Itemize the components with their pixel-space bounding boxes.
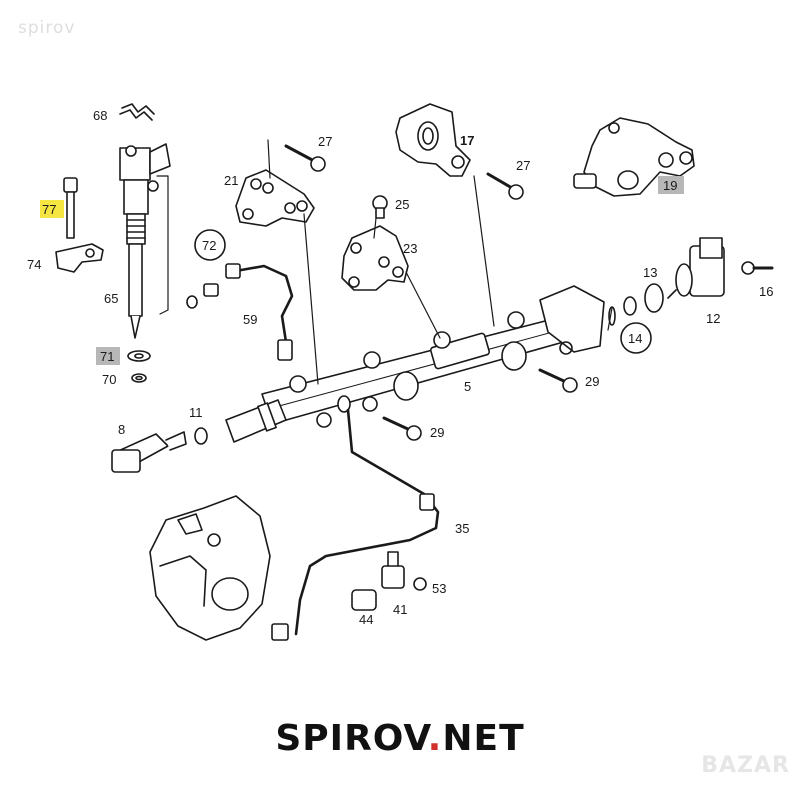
label-71: 71 [100,349,114,364]
fuel-line-59 [225,263,294,361]
label-23: 23 [403,241,417,256]
label-12: 12 [706,311,720,326]
highlight-box-77 [40,200,64,218]
label-8: 8 [118,422,125,437]
circle-72 [194,229,226,261]
circle-14 [620,322,652,354]
label-27a: 27 [318,134,332,149]
brand-tld: NET [442,718,525,759]
bracket-21 [235,169,315,227]
washer-71-hole [134,353,144,359]
high-pressure-pump [149,495,271,641]
temperature-sensor-8 [111,431,187,473]
label-21: 21 [224,173,238,188]
label-77: 77 [42,202,56,217]
label-17: 17 [460,133,474,148]
gray-box-19 [658,176,684,194]
label-14: 14 [628,331,642,346]
watermark-text: spirov [18,18,76,38]
label-41: 41 [393,602,407,617]
gray-box-71 [96,347,120,365]
label-29a: 29 [585,374,599,389]
rail-pressure-sensor [225,399,287,443]
brand-dot: . [427,718,443,759]
washer-72-parts [186,283,219,309]
label-70: 70 [102,372,116,387]
grommet-44 [351,589,377,611]
label-27b: 27 [516,158,530,173]
high-pressure-line-35 [271,408,440,641]
label-65: 65 [104,291,118,306]
bracket-23 [341,225,409,291]
bolt-16 [741,261,774,275]
clamp-74 [55,243,104,273]
label-29b: 29 [430,425,444,440]
label-35: 35 [455,521,469,536]
label-59: 59 [243,312,257,327]
bolt-25 [372,195,388,219]
washer-71 [127,350,151,362]
bolt-29b [382,416,422,441]
label-44: 44 [359,612,373,627]
fuel-rail-5 [261,285,605,428]
label-16: 16 [759,284,773,299]
brand-name: SPIROV [275,718,428,759]
clamp-bolt-77 [63,177,78,239]
bolt-27a [284,144,326,172]
label-5: 5 [464,379,471,394]
bracket-17 [395,103,471,177]
seal-ring-11 [194,427,208,445]
brand-footer: SPIROV.NET [0,718,800,759]
bolt-27b [486,172,524,200]
injector-retaining-clip [119,103,155,121]
pressure-regulator-12 [667,237,725,299]
label-53: 53 [432,581,446,596]
label-19: 19 [663,178,677,193]
label-25: 25 [395,197,409,212]
part-labels: 68 77 74 65 71 70 8 11 21 27 72 59 17 27… [27,108,773,627]
washer-70-hole [135,375,143,381]
bolt-29a [538,368,578,393]
label-68: 68 [93,108,107,123]
corner-logo: BAZAR [701,753,790,778]
label-13: 13 [643,265,657,280]
label-72: 72 [202,238,216,253]
label-74: 74 [27,257,41,272]
injector-part [119,143,171,339]
bolt-53 [413,577,427,591]
leader-lines [267,139,613,385]
label-11: 11 [189,405,203,420]
clamp-41 [381,551,405,589]
valve-housing-19 [573,117,695,197]
injector-seal-lines [156,175,169,315]
washer-70 [131,373,147,383]
seal-rings-13 [608,283,664,326]
